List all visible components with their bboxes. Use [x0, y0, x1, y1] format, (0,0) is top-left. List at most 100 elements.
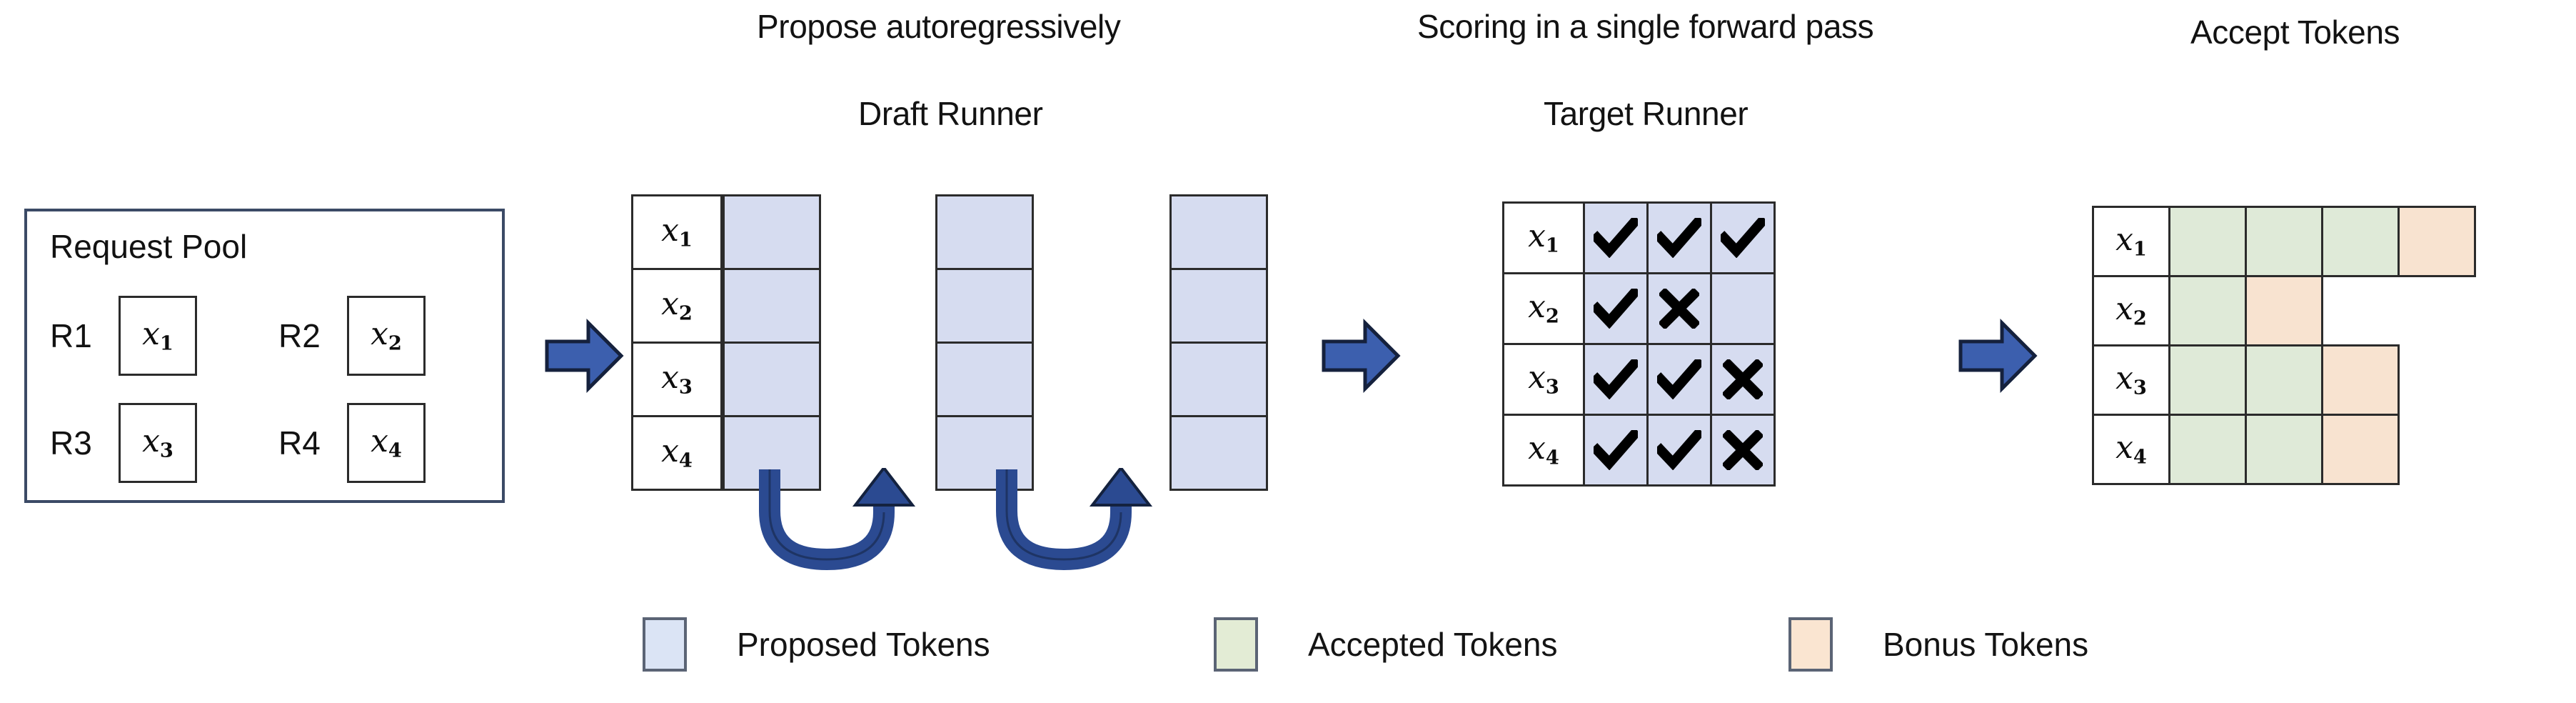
check-icon — [1649, 345, 1710, 414]
draft-runner-matrix: x1 x2 x3 x4 — [631, 194, 821, 491]
token-label: x4 — [661, 432, 693, 472]
request-pool: Request Pool R1 x1 R2 x2 R3 x3 R4 x4 — [24, 209, 505, 503]
check-icon — [1649, 204, 1710, 272]
target-cell-blank — [1710, 272, 1776, 345]
request-label-r4: R4 — [278, 424, 321, 462]
accept-cell-none — [2321, 275, 2400, 346]
draft-row-1: x1 — [631, 194, 821, 270]
legend-swatch-accepted — [1214, 617, 1258, 672]
draft-row-label-4: x4 — [631, 415, 723, 491]
request-token-box-r3: x3 — [119, 403, 197, 483]
accept-cell-accepted — [2245, 344, 2323, 416]
target-cell-check — [1646, 343, 1712, 416]
token-label: x2 — [2115, 290, 2147, 330]
target-row-4: x4 — [1502, 414, 1776, 487]
target-cell-check — [1583, 201, 1649, 274]
draft-cell — [1169, 415, 1268, 491]
legend-item-proposed: Proposed Tokens — [643, 617, 990, 672]
target-caption: Scoring in a single forward pass — [1417, 8, 1874, 45]
request-row-4: R4 x4 — [278, 403, 426, 483]
legend: Proposed Tokens Accepted Tokens Bonus To… — [643, 616, 2088, 682]
accept-row-label-1: x1 — [2092, 206, 2170, 277]
request-row-3: R3 x3 — [50, 403, 197, 483]
accept-row-2: x2 — [2092, 275, 2476, 346]
accept-cell-accepted — [2168, 344, 2247, 416]
request-token-box-r1: x1 — [119, 296, 197, 376]
cross-icon — [1649, 274, 1710, 343]
token-label: x4 — [1528, 429, 1559, 469]
token-label: x3 — [661, 359, 693, 399]
token-label: x2 — [1528, 288, 1559, 328]
draft-row-label-3: x3 — [631, 341, 723, 417]
target-row-label-1: x1 — [1502, 201, 1585, 274]
token-label: x4 — [2115, 429, 2147, 469]
accept-cell-accepted — [2245, 206, 2323, 277]
accept-cell-accepted — [2168, 414, 2247, 485]
draft-runner-label: Draft Runner — [858, 95, 1043, 132]
draft-cell — [723, 341, 821, 417]
draft-step-3-column — [1169, 194, 1268, 491]
token-label: x4 — [371, 422, 402, 462]
draft-caption: Propose autoregressively — [757, 8, 1121, 45]
target-cell-check — [1583, 343, 1649, 416]
accept-row-3: x3 — [2092, 344, 2476, 416]
accept-cell-bonus — [2245, 275, 2323, 346]
accept-row-1: x1 — [2092, 206, 2476, 277]
accept-row-4: x4 — [2092, 414, 2476, 485]
draft-cell — [723, 194, 821, 270]
flow-arrow-pool-to-draft — [544, 318, 624, 394]
accept-tokens-matrix: x1 x2 x3 x4 — [2092, 206, 2476, 485]
check-icon — [1585, 416, 1646, 484]
flow-arrow-target-to-accept — [1958, 318, 2038, 394]
cross-icon — [1712, 345, 1773, 414]
loop-arrow-2 — [996, 465, 1153, 571]
check-icon — [1585, 345, 1646, 414]
autoregressive-loop-arrows — [743, 465, 1328, 604]
token-label: x3 — [2115, 359, 2147, 399]
target-row-2: x2 — [1502, 272, 1776, 345]
request-row-2: R2 x2 — [278, 296, 426, 376]
accept-cell-accepted — [2168, 206, 2247, 277]
request-label-r3: R3 — [50, 424, 92, 462]
accept-cell-accepted — [2168, 275, 2247, 346]
legend-label-accepted: Accepted Tokens — [1308, 626, 1558, 663]
draft-step-2-column — [935, 194, 1034, 491]
target-runner-matrix: x1 x2 — [1502, 201, 1776, 487]
target-cell-cross — [1710, 414, 1776, 487]
loop-arrow-1 — [759, 465, 916, 571]
token-label: x2 — [371, 315, 402, 355]
draft-cell — [935, 194, 1034, 270]
target-cell-check — [1583, 272, 1649, 345]
accept-cell-bonus — [2321, 344, 2400, 416]
request-label-r2: R2 — [278, 317, 321, 354]
draft-cell — [1169, 194, 1268, 270]
check-icon — [1649, 416, 1710, 484]
target-cell-cross — [1646, 272, 1712, 345]
target-runner-label: Target Runner — [1544, 95, 1749, 132]
token-label: x1 — [661, 211, 693, 251]
draft-row-label-2: x2 — [631, 268, 723, 344]
request-token-box-r4: x4 — [347, 403, 426, 483]
token-label: x3 — [1528, 359, 1559, 399]
draft-cell — [1169, 268, 1268, 344]
target-cell-check — [1710, 201, 1776, 274]
legend-swatch-bonus — [1788, 617, 1833, 672]
accept-cell-accepted — [2321, 206, 2400, 277]
target-cell-check — [1583, 414, 1649, 487]
target-cell-check — [1646, 414, 1712, 487]
cross-icon — [1712, 416, 1773, 484]
target-row-label-4: x4 — [1502, 414, 1585, 487]
target-row-label-2: x2 — [1502, 272, 1585, 345]
accept-caption: Accept Tokens — [2190, 14, 2400, 51]
token-label: x3 — [142, 422, 173, 462]
accept-cell-bonus — [2321, 414, 2400, 485]
legend-label-proposed: Proposed Tokens — [737, 626, 990, 663]
accept-row-label-2: x2 — [2092, 275, 2170, 346]
draft-cell — [723, 268, 821, 344]
legend-swatch-proposed — [643, 617, 687, 672]
check-icon — [1585, 204, 1646, 272]
target-cell-cross — [1710, 343, 1776, 416]
legend-label-bonus: Bonus Tokens — [1883, 626, 2089, 663]
accept-cell-none — [2398, 275, 2476, 346]
